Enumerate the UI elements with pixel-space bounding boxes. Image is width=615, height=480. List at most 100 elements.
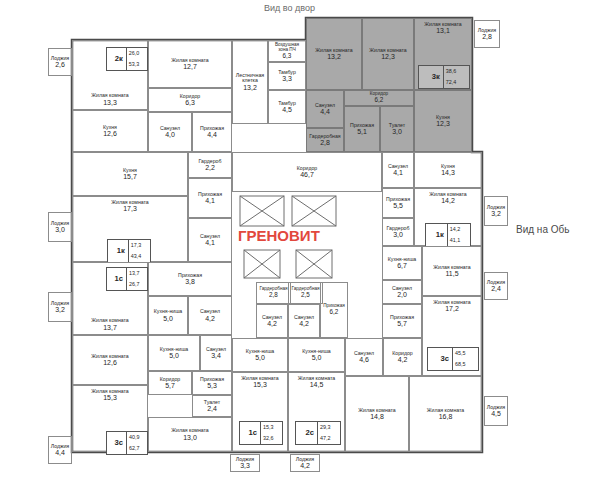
apartment-type: 1к	[436, 224, 448, 246]
room-name: Кухня-ниша	[246, 349, 274, 354]
room-name: Санузел	[160, 126, 180, 131]
room-area: 3,2	[491, 210, 501, 217]
room-name: Лоджия	[478, 28, 496, 33]
living-area: 14,2	[450, 227, 461, 233]
room-name: Санузел	[315, 103, 335, 108]
room-name: Лоджия	[51, 301, 69, 306]
room-box: Кухня-ниша5,0	[148, 296, 188, 335]
room-area: 16,8	[439, 413, 453, 420]
room-name: Санузел	[354, 351, 374, 356]
room-area: 6,2	[375, 97, 384, 104]
apartment-type: 2с	[306, 422, 319, 444]
room-name: Коридор	[392, 351, 413, 356]
room-box: Гардероб3,0	[382, 218, 414, 246]
room-area: 5,0	[163, 315, 173, 322]
apartment-type: 1к	[117, 240, 129, 262]
living-area: 13,7	[129, 271, 140, 277]
room-area: 6,3	[185, 99, 195, 106]
view-label: Вид на Обь	[514, 224, 571, 235]
room-area: 13,0	[183, 434, 197, 441]
room-box: Тамбур4,5	[268, 90, 306, 124]
room-box: Коридор6,2	[344, 90, 414, 106]
room-name: Жилая комната	[91, 354, 128, 359]
room-box: Кухня12,3	[414, 90, 472, 152]
room-box: Воздушная зона ПЧ6,3	[268, 40, 306, 62]
room-name: Воздушная зона ПЧ	[270, 43, 304, 53]
room-name: Санузел	[262, 315, 282, 320]
apartment-type: 3с	[115, 432, 128, 454]
room-area: 12,3	[381, 53, 395, 60]
apartment-type: 1с	[249, 422, 262, 444]
room-name: Жилая комната	[433, 300, 470, 305]
room-name: Лоджия	[487, 280, 505, 285]
room-area: 14,2	[441, 197, 455, 204]
room-area: 13,7	[103, 324, 117, 331]
room-name: Прихожая	[386, 197, 410, 202]
room-box: Гардеробная2,8	[306, 128, 344, 152]
room-name: Санузел	[294, 315, 314, 320]
room-area: 5,5	[393, 202, 403, 209]
outer-wall	[72, 18, 482, 452]
room-name: Лоджия	[236, 457, 254, 462]
room-box: Прихожая4,4	[192, 112, 232, 152]
view-label: Вид во двор	[262, 3, 317, 13]
room-name: Жилая комната	[91, 93, 128, 98]
apartment-badge: 3с40,962,7	[106, 431, 148, 455]
room-name: Санузел	[200, 309, 220, 314]
room-area: 2,6	[55, 61, 65, 68]
room-box: Жилая комната15,33с40,962,7	[72, 385, 148, 452]
room-area: 2,8	[482, 33, 492, 40]
room-area: 4,6	[359, 356, 369, 363]
room-name: Жилая комната	[369, 48, 406, 53]
room-area: 5,1	[357, 128, 367, 135]
room-area: 6,7	[397, 262, 407, 269]
room-area: 13,1	[436, 27, 450, 34]
room-area: 4,2	[205, 315, 215, 322]
loggia-box: Лоджия3,2	[48, 292, 72, 322]
room-area: 2,4	[491, 285, 501, 292]
room-area: 5,0	[255, 354, 265, 361]
room-name: Лоджия	[296, 457, 314, 462]
room-name: Гардероб	[199, 159, 222, 164]
room-name: Кухня-ниша	[302, 349, 330, 354]
room-area: 3,0	[55, 226, 65, 233]
apartment-type: 3к	[432, 66, 444, 88]
loggia-box: Лоджия2,4	[484, 272, 508, 300]
room-box: Прихожая5,7	[382, 304, 422, 338]
room-name: Прихожая	[350, 123, 374, 128]
room-box: Туалет3,0	[380, 106, 414, 152]
room-box: Жилая комната17,31к17,343,4	[72, 196, 188, 262]
room-area: 4,5	[282, 106, 292, 113]
room-name: Тамбур	[278, 101, 296, 106]
room-area: 6,3	[283, 53, 292, 60]
room-name: Лоджия	[487, 405, 505, 410]
room-area: 12,6	[103, 359, 117, 366]
watermark: ГРЕНОВИТ	[236, 227, 322, 244]
room-box: Прихожая5,5	[382, 188, 414, 218]
living-area: 15,3	[263, 425, 274, 431]
room-area: 2,0	[397, 291, 407, 298]
room-box: Прихожая3,8	[148, 262, 232, 296]
apartment-type: 1с	[115, 268, 128, 290]
room-box: Жилая комната12,3	[362, 18, 414, 90]
room-area: 15,3	[103, 394, 117, 401]
room-area: 2,8	[320, 139, 330, 146]
room-name: Туалет	[389, 123, 405, 128]
room-box: Коридор4,2	[383, 338, 422, 376]
room-area: 17,3	[123, 205, 137, 212]
room-area: 3,2	[55, 306, 65, 313]
room-name: Гардеробная	[309, 134, 340, 139]
room-name: Прихожая	[178, 273, 202, 278]
room-area: 6,2	[330, 309, 339, 316]
apartment-badge: 1к14,241,1	[425, 223, 471, 247]
room-box: Жилая комната13,13к38,672,4	[414, 18, 472, 90]
room-name: Кухня	[436, 115, 450, 120]
room-area: 4,5	[491, 410, 501, 417]
room-name: Жилая комната	[171, 428, 208, 433]
room-name: Жилая комната	[424, 22, 461, 27]
room-name: Жилая комната	[358, 408, 395, 413]
room-area: 2,4	[207, 405, 217, 412]
room-name: Жилая комната	[315, 48, 352, 53]
room-box: Жилая комната13,32к26,053,3	[72, 40, 148, 110]
